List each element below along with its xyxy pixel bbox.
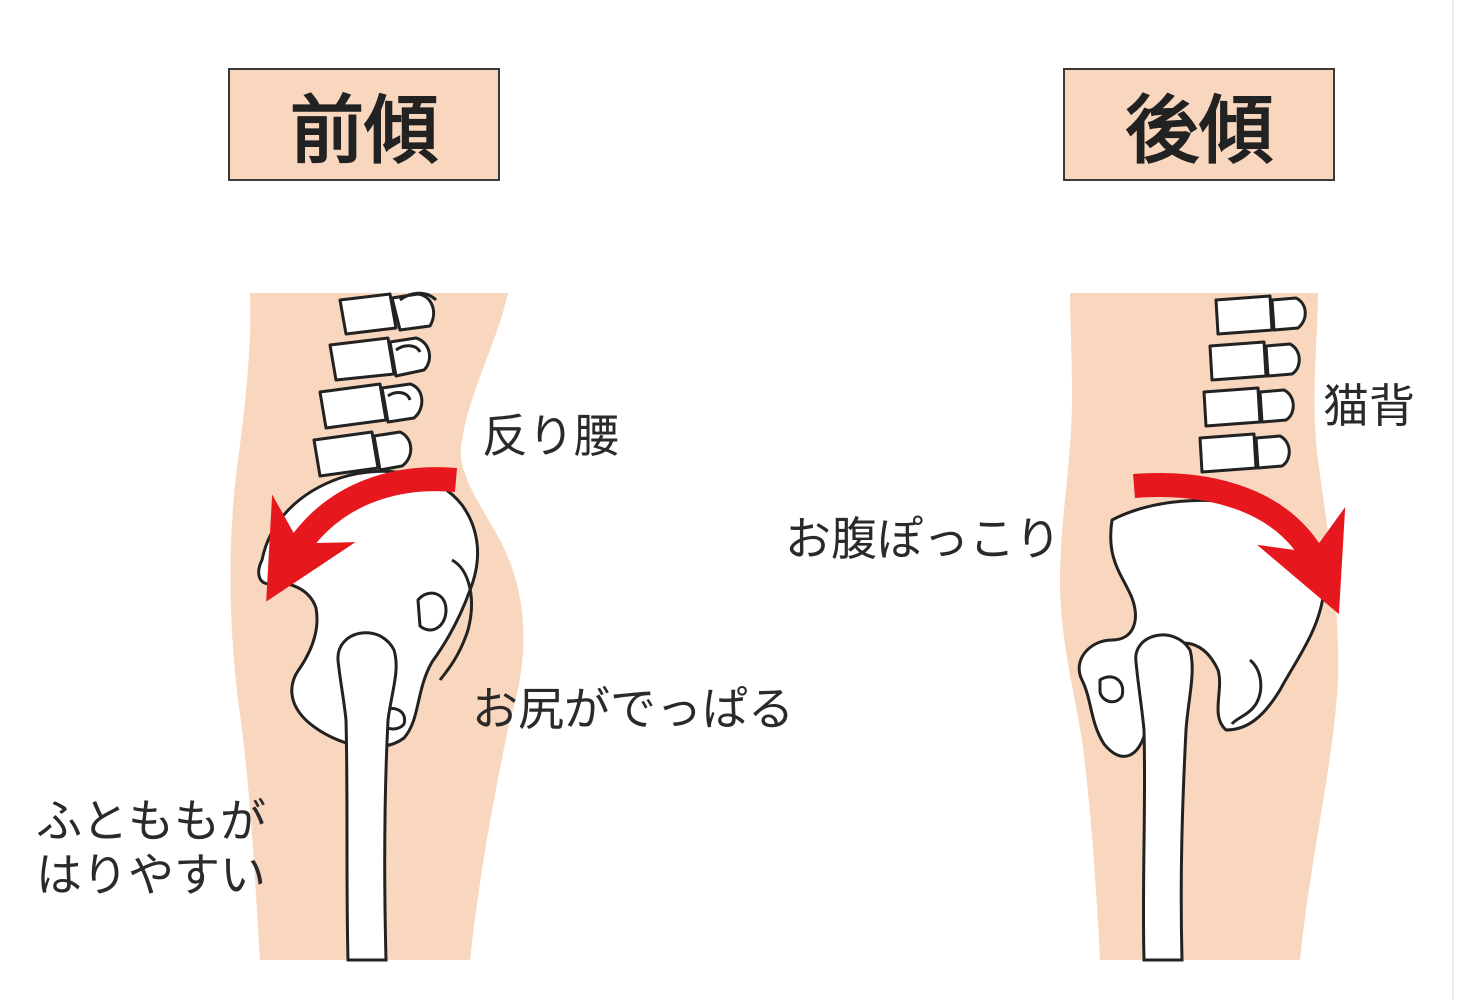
sway-back-label: 反り腰 [482, 409, 620, 463]
posterior-tilt-title: 後傾 [1063, 68, 1335, 181]
hunchback-label: 猫背 [1323, 379, 1415, 433]
posterior-femur [1134, 633, 1194, 962]
anterior-tilt-arrow [266, 467, 458, 602]
posterior-spine [1198, 294, 1307, 474]
anterior-femur [336, 631, 398, 962]
thigh-tension-line-2: はりやすい [36, 848, 266, 903]
posterior-tilt-arrow [1133, 473, 1346, 615]
thigh-tension-label: ふとももが はりやすい [36, 794, 266, 903]
belly-bulge-label: お腹ぽっこり [785, 512, 1061, 566]
thigh-tension-line-1: ふとももが [36, 794, 266, 848]
anterior-figure [230, 291, 524, 962]
posterior-figure [1060, 293, 1346, 962]
anterior-spine [312, 291, 438, 478]
right-edge-divider [1452, 0, 1454, 1000]
anterior-tilt-title: 前傾 [228, 68, 500, 181]
buttocks-protrude-label: お尻がでっぱる [472, 682, 794, 736]
